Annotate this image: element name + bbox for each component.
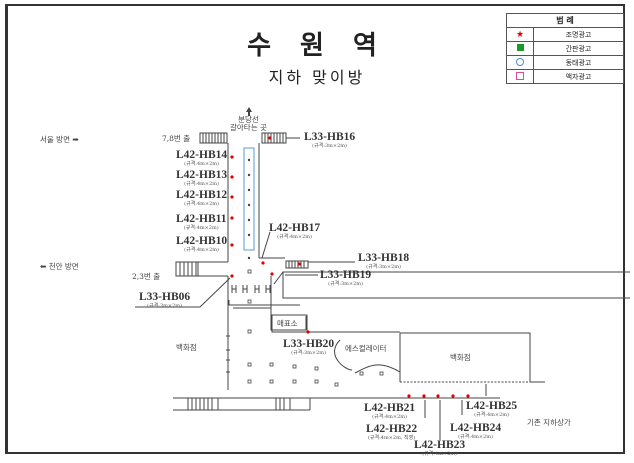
ad-label-hb18[interactable]: L33-HB18(규격:3m×2m) bbox=[358, 252, 410, 270]
ad-code: L42-HB24 bbox=[450, 422, 502, 434]
ad-label-hb24[interactable]: L42-HB24(규격:4m×2m) bbox=[450, 422, 502, 440]
exit-78-label: 7,8번 출 bbox=[162, 134, 191, 143]
ad-spec: (규격:4m×2m) bbox=[277, 233, 312, 240]
red-star-icon: ★ bbox=[515, 29, 525, 40]
ad-spec: (규격:4m×2m) bbox=[422, 450, 457, 457]
ad-spec: (규격:3m×2m) bbox=[366, 263, 401, 270]
ad-label-hb10[interactable]: L42-HB10(규격:4m×2m) bbox=[176, 235, 228, 253]
ad-code: L42-HB13 bbox=[176, 169, 228, 181]
moving-ad-frame bbox=[243, 147, 255, 251]
ad-spec: (규격:4m×2m) bbox=[458, 433, 493, 440]
green-square-icon bbox=[516, 44, 524, 51]
ad-code: L42-HB12 bbox=[176, 189, 228, 201]
ad-label-hb06[interactable]: L33-HB06(규격:3m×2m) bbox=[139, 291, 191, 309]
ad-code: L42-HB22 bbox=[366, 423, 418, 435]
ticket-office-label: 매표소 bbox=[277, 319, 298, 328]
ad-spec: (규격:4m×2m, 직영) bbox=[367, 434, 416, 441]
ad-label-hb23[interactable]: L42-HB23(규격:4m×2m) bbox=[414, 439, 466, 457]
arrow-right-icon: ➡ bbox=[72, 135, 79, 144]
page-subtitle: 지하 맞이방 bbox=[268, 68, 366, 87]
exit-23-label: 2,3번 출 bbox=[132, 272, 161, 281]
dept-store-right-label: 백화점 bbox=[450, 353, 471, 362]
legend-item: 간판광고 bbox=[533, 41, 624, 56]
direction-label: 천안 방면 bbox=[48, 262, 79, 271]
ad-code: L33-HB18 bbox=[358, 252, 410, 264]
legend: 범 례 ★ 조명광고 간판광고 동태광고 액자광고 bbox=[506, 13, 624, 84]
legend-item: 동태광고 bbox=[533, 55, 624, 70]
direction-label: 갈아타는 곳 bbox=[230, 122, 267, 132]
ad-code: L33-HB19 bbox=[320, 269, 372, 281]
escalator-label: 에스컬레이터 bbox=[345, 344, 387, 353]
ad-spec: (규격:3m×2m) bbox=[328, 280, 363, 287]
dept-store-left-label: 백화점 bbox=[176, 343, 197, 352]
direction-label: 서울 방면 bbox=[40, 135, 70, 144]
arrow-left-icon: ⬅ bbox=[40, 262, 47, 271]
ad-code: L33-HB16 bbox=[304, 131, 356, 143]
legend-item: 조명광고 bbox=[533, 27, 624, 42]
legend-header: 범 례 bbox=[506, 13, 624, 28]
ad-code: L42-HB10 bbox=[176, 235, 228, 247]
ad-spec: (규격:4m×2m) bbox=[184, 160, 219, 167]
ad-spec: (규격:4m×2m) bbox=[474, 411, 509, 418]
ad-spec: (규격:3m×2m) bbox=[312, 142, 347, 149]
ad-spec: (규격:4m×2m) bbox=[183, 224, 219, 231]
ad-code: L42-HB25 bbox=[466, 400, 518, 412]
ad-code: L33-HB06 bbox=[139, 291, 191, 303]
ad-code: L42-HB14 bbox=[176, 149, 228, 161]
ad-spec: (규격:3m×2m) bbox=[291, 349, 326, 356]
ad-label-hb21[interactable]: L42-HB21(규격:4m×2m) bbox=[364, 402, 416, 420]
ad-spec: (규격:3m×2m) bbox=[147, 302, 182, 309]
ad-label-hb22[interactable]: L42-HB22(규격:4m×2m, 직영) bbox=[366, 423, 418, 441]
ad-code: L42-HB17 bbox=[269, 222, 321, 234]
direction-label: 분당선 bbox=[238, 115, 259, 124]
ad-spec: (규격:4m×2m) bbox=[372, 413, 407, 420]
direction-seoul: 서울 방면 ➡ bbox=[40, 136, 79, 144]
ad-label-hb17[interactable]: L42-HB17(규격:4m×2m) bbox=[269, 222, 321, 240]
blue-circle-icon bbox=[516, 57, 524, 66]
page-title: 수 원 역 bbox=[247, 31, 387, 61]
arrow-up-icon bbox=[246, 107, 252, 116]
ad-label-hb12[interactable]: L42-HB12(규격:4m×2m) bbox=[176, 189, 228, 207]
ad-code: L33-HB20 bbox=[283, 338, 335, 350]
legend-item: 액자광고 bbox=[533, 69, 624, 84]
lighting-ad-markers bbox=[230, 136, 470, 398]
map-frame bbox=[5, 4, 625, 454]
ad-label-hb25[interactable]: L42-HB25(규격:4m×2m) bbox=[466, 400, 518, 418]
ad-label-hb16[interactable]: L33-HB16(규격:3m×2m) bbox=[304, 131, 356, 149]
ad-label-hb11[interactable]: L42-HB11(규격:4m×2m) bbox=[176, 213, 227, 231]
underground-mall-label: 기존 지하상가 bbox=[527, 418, 571, 427]
ad-spec: (규격:4m×2m) bbox=[184, 200, 219, 207]
ad-spec: (규격:4m×2m) bbox=[184, 246, 219, 253]
ticket-office bbox=[271, 314, 308, 333]
ad-label-hb20[interactable]: L33-HB20(규격:3m×2m) bbox=[283, 338, 335, 356]
ad-label-hb13[interactable]: L42-HB13(규격:4m×2m) bbox=[176, 169, 228, 187]
ad-code: L42-HB21 bbox=[364, 402, 416, 414]
direction-cheonan: ⬅ 천안 방면 bbox=[40, 263, 79, 271]
ad-code: L42-HB23 bbox=[414, 439, 466, 451]
ad-label-hb14[interactable]: L42-HB14(규격:4m×2m) bbox=[176, 149, 228, 167]
ad-code: L42-HB11 bbox=[176, 213, 227, 225]
pink-square-icon bbox=[516, 71, 524, 80]
stairs-exit-78 bbox=[199, 132, 228, 144]
ad-spec: (규격:4m×2m) bbox=[184, 180, 219, 187]
ad-label-hb19[interactable]: L33-HB19(규격:3m×2m) bbox=[320, 269, 372, 287]
